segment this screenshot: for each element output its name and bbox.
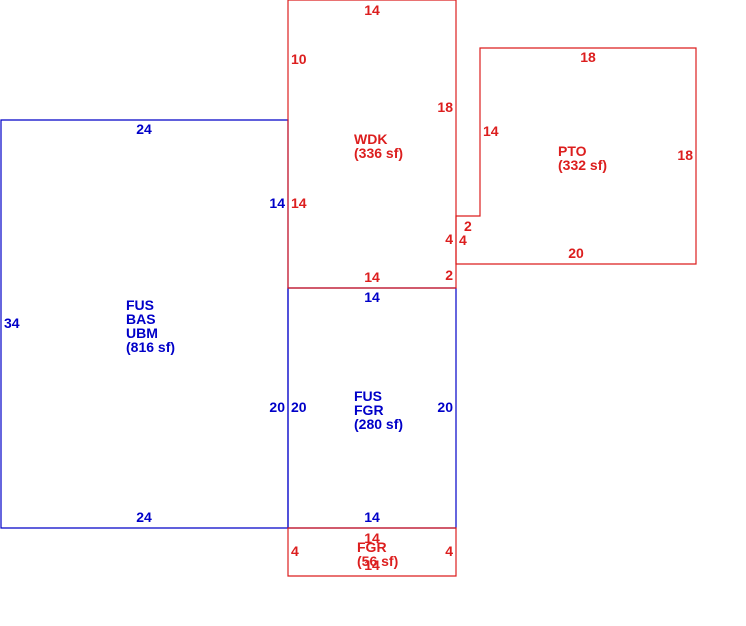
- garage-ext-label-1: FGR: [357, 539, 387, 555]
- area-main[interactable]: 24 24 34 14 20 FUS BAS UBM (816 sf): [0, 119, 289, 529]
- garage-dim-top: 14: [364, 289, 380, 305]
- main-label-3: UBM: [126, 325, 158, 341]
- main-dim-right-upper: 14: [269, 195, 285, 211]
- garage-ext-dim-left: 4: [291, 543, 299, 559]
- main-label-area: (816 sf): [126, 339, 175, 355]
- deck-dim-step: 2: [445, 267, 453, 283]
- garage-dim-bottom: 14: [364, 509, 380, 525]
- garage-dim-left: 20: [291, 399, 307, 415]
- area-garage[interactable]: 14 14 20 20 FUS FGR (280 sf): [287, 287, 457, 529]
- garage-dim-right: 20: [437, 399, 453, 415]
- garage-ext-dim-top: 14: [364, 530, 380, 546]
- deck-label-1: WDK: [354, 131, 387, 147]
- patio-label-area: (332 sf): [558, 157, 607, 173]
- area-garage-ext-outline: [287, 527, 457, 577]
- patio-dim-bottom: 20: [568, 245, 584, 261]
- main-dim-top: 24: [136, 121, 152, 137]
- patio-label-1: PTO: [558, 143, 587, 159]
- deck-dim-right-upper: 18: [437, 99, 453, 115]
- deck-dim-bottom: 14: [364, 269, 380, 285]
- area-patio-outline: [455, 47, 697, 265]
- patio-dim-left: 14: [483, 123, 499, 139]
- deck-label-area: (336 sf): [354, 145, 403, 161]
- area-patio[interactable]: 18 20 14 18 2 4 PTO (332 sf): [455, 47, 697, 265]
- patio-dim-notch-side: 4: [459, 232, 467, 248]
- garage-ext-dim-right: 4: [445, 543, 453, 559]
- garage-label-area: (280 sf): [354, 416, 403, 432]
- deck-dim-left-upper: 10: [291, 51, 307, 67]
- area-deck-outline: [287, 0, 457, 289]
- patio-dim-top: 18: [580, 49, 596, 65]
- main-dim-bottom: 24: [136, 509, 152, 525]
- main-dim-right-lower: 20: [269, 399, 285, 415]
- deck-dim-right-lower: 4: [445, 231, 453, 247]
- garage-ext-dim-bottom: 14: [364, 557, 380, 573]
- deck-dim-left-lower: 14: [291, 195, 307, 211]
- patio-dim-right: 18: [677, 147, 693, 163]
- area-garage-ext[interactable]: 14 14 4 4 FGR (56 sf): [287, 527, 457, 577]
- patio-dim-notch-top: 2: [464, 218, 472, 234]
- garage-label-2: FGR: [354, 402, 384, 418]
- garage-ext-label-area: (56 sf): [357, 553, 398, 569]
- area-deck[interactable]: 14 14 10 14 18 4 2 WDK (336 sf): [287, 0, 457, 289]
- main-dim-left: 34: [4, 315, 20, 331]
- main-label-2: BAS: [126, 311, 156, 327]
- main-label-1: FUS: [126, 297, 154, 313]
- deck-dim-top: 14: [364, 2, 380, 18]
- garage-label-1: FUS: [354, 388, 382, 404]
